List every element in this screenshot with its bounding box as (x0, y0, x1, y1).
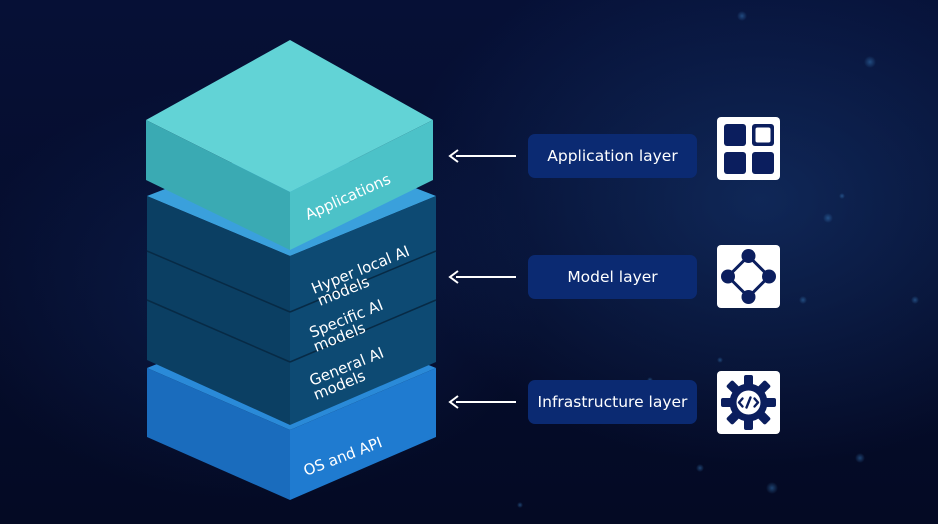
model-layer-label: Model layer (528, 255, 697, 299)
grid-apps-icon (717, 117, 780, 180)
application-layer-label: Application layer (528, 134, 697, 178)
infrastructure-layer-label: Infrastructure layer (528, 380, 697, 424)
background-particles (517, 11, 919, 508)
arrow-left-icon (448, 149, 516, 163)
arrow-left-icon (448, 395, 516, 409)
gear-code-icon (717, 371, 780, 434)
network-nodes-icon (717, 245, 780, 308)
arrow-left-icon (448, 270, 516, 284)
applications-block: Applications (146, 40, 433, 250)
